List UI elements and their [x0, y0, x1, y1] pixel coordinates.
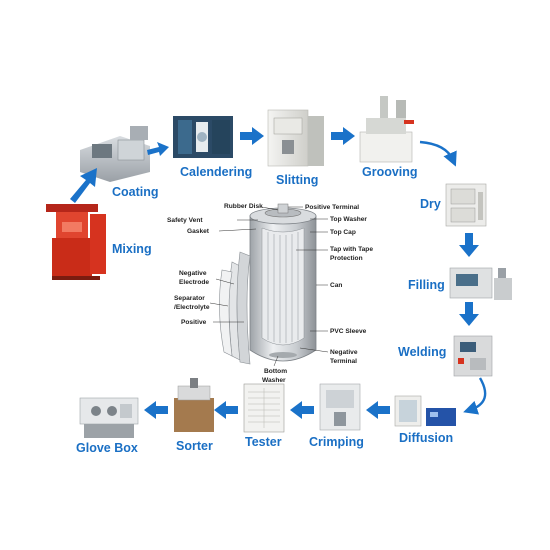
label-bottom-washer-line2: Washer	[262, 377, 286, 384]
arrow-slitting-to-grooving	[331, 127, 355, 145]
arrow-grooving-to-dry	[419, 140, 457, 167]
process-step-labels: Mixing Coating Calendering Slitting Groo…	[76, 165, 453, 455]
label-negative-electrode-line1: Negative	[179, 270, 207, 277]
diffusion-machine-image	[394, 395, 456, 427]
label-can: Can	[330, 282, 342, 289]
label-negative-terminal-line1: Negative	[330, 349, 358, 356]
arrow-tester-to-sorter	[214, 401, 238, 419]
step-label-dry: Dry	[420, 197, 441, 211]
label-bottom-washer-line1: Bottom	[264, 368, 287, 375]
step-label-welding: Welding	[398, 345, 446, 359]
arrow-dry-to-filling	[459, 233, 479, 257]
step-label-tester: Tester	[245, 435, 282, 449]
label-pvc-sleeve: PVC Sleeve	[330, 328, 367, 335]
arrow-crimping-to-tester	[290, 401, 314, 419]
calendering-machine-image	[173, 116, 233, 158]
label-positive: Positive	[181, 319, 207, 326]
coating-machine-image	[80, 126, 150, 182]
step-label-coating: Coating	[112, 185, 159, 199]
cell-leader-lines	[209, 206, 329, 367]
step-label-calendering: Calendering	[180, 165, 252, 179]
mixing-machine-image	[46, 204, 106, 280]
step-label-diffusion: Diffusion	[399, 431, 453, 445]
arrow-filling-to-welding	[459, 302, 479, 326]
flow-arrows	[70, 127, 487, 419]
label-top-cap: Top Cap	[330, 229, 356, 236]
label-negative-terminal-line2: Terminal	[330, 358, 357, 365]
cell-cutaway-illustration	[219, 203, 317, 365]
arrow-mixing-to-coating	[70, 168, 97, 203]
label-rubber-disk: Rubber Disk	[224, 203, 263, 210]
label-negative-electrode-line2: Electrode	[179, 279, 209, 286]
label-tap-line1: Tap with Tape	[330, 246, 373, 253]
cell-part-labels: Rubber Disk Positive Terminal Safety Ven…	[167, 203, 373, 384]
arrow-welding-to-diffusion	[463, 377, 487, 415]
arrow-diffusion-to-crimping	[366, 401, 390, 419]
step-label-glove-box: Glove Box	[76, 441, 138, 455]
label-top-washer: Top Washer	[330, 216, 367, 223]
step-label-filling: Filling	[408, 278, 445, 292]
filling-machine-image	[449, 267, 512, 300]
step-label-grooving: Grooving	[362, 165, 418, 179]
label-safety-vent: Safety Vent	[167, 217, 203, 224]
step-label-crimping: Crimping	[309, 435, 364, 449]
dry-oven-image	[445, 183, 487, 227]
arrow-coating-to-calendering	[147, 142, 169, 156]
crimping-machine-image	[319, 383, 361, 431]
slitting-machine-image	[267, 109, 324, 167]
arrow-sorter-to-glovebox	[144, 401, 168, 419]
label-separator-line2: /Electrolyte	[174, 304, 210, 311]
label-separator-line1: Separator	[174, 295, 205, 302]
step-label-slitting: Slitting	[276, 173, 318, 187]
welding-machine-image	[453, 335, 493, 377]
label-positive-terminal: Positive Terminal	[305, 204, 359, 211]
step-label-mixing: Mixing	[112, 242, 152, 256]
step-label-sorter: Sorter	[176, 439, 213, 453]
label-gasket: Gasket	[187, 228, 210, 235]
arrow-calendering-to-slitting	[240, 127, 264, 145]
glove-box-image	[79, 397, 139, 438]
grooving-machine-image	[359, 96, 414, 163]
sorter-machine-image	[174, 378, 214, 432]
label-tap-line2: Protection	[330, 255, 363, 262]
tester-cabinet-image	[243, 383, 285, 433]
